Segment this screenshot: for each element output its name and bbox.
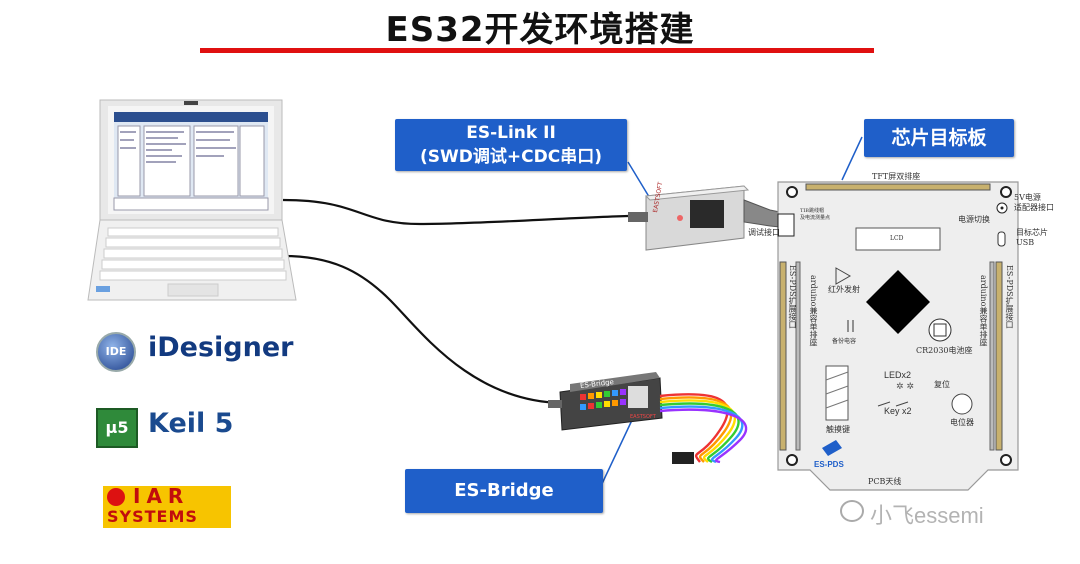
board-battery-label: CR2030电池座 bbox=[916, 346, 973, 355]
iar-line1: IAR bbox=[133, 484, 190, 508]
keil-badge-icon: μ5 bbox=[96, 408, 138, 448]
iar-logo: IAR SYSTEMS bbox=[103, 484, 231, 528]
eslink-device bbox=[628, 185, 791, 251]
board-led-label: LEDx2 bbox=[884, 370, 912, 380]
board-lcd-label: LCD bbox=[890, 235, 904, 242]
pointer-eslink bbox=[627, 161, 652, 201]
board-ext-right-label: ES-PDS扩展接口 bbox=[1005, 265, 1014, 329]
led-icon: ✲ ✲ bbox=[896, 382, 914, 392]
keil-text: Keil 5 bbox=[148, 408, 234, 439]
callout-eslink: ES-Link II (SWD调试+CDC串口) bbox=[395, 119, 627, 171]
board-ir-tx-label: 红外发射 bbox=[828, 285, 860, 294]
page-title: ES32开发环境搭建 bbox=[385, 10, 695, 50]
board-cap-label: 备份电容 bbox=[832, 338, 857, 345]
board-power-5v-label: 5V电源 适配器接口 bbox=[1014, 193, 1054, 212]
cable-eslink bbox=[282, 198, 629, 226]
board-ext-left-label: ES-PDS扩展接口 bbox=[788, 265, 797, 329]
cable-bridge bbox=[282, 254, 561, 405]
board-current-point-label: TIB跳线帽 及电流测量点 bbox=[800, 208, 831, 221]
board-debug-port-label: 调试接口 bbox=[748, 228, 780, 237]
title-underline bbox=[200, 48, 874, 53]
target-board bbox=[777, 181, 1019, 491]
idesigner-logo: IDE iDesigner bbox=[96, 330, 296, 374]
idesigner-text: iDesigner bbox=[148, 332, 294, 363]
iar-line2: SYSTEMS bbox=[107, 507, 198, 526]
board-reset-label: 复位 bbox=[934, 380, 950, 389]
esbridge-device bbox=[548, 372, 748, 464]
laptop bbox=[87, 99, 297, 301]
wechat-icon bbox=[840, 500, 864, 522]
pointer-bridge bbox=[599, 417, 634, 489]
board-arduino-right-label: arduino兼容单排座 bbox=[979, 275, 988, 347]
board-power-switch-label: 电源切换 bbox=[958, 215, 990, 224]
callout-eslink-line2: (SWD调试+CDC串口) bbox=[420, 147, 602, 167]
board-touch-label: 触摸键 bbox=[826, 425, 850, 434]
board-pcb-antenna-label: PCB天线 bbox=[868, 477, 902, 486]
board-arduino-left-label: arduino兼容单排座 bbox=[809, 275, 818, 347]
callout-esbridge: ES-Bridge bbox=[405, 469, 603, 513]
board-logo-label: ES-PDS bbox=[814, 460, 844, 469]
board-tft-label: TFT屏双排座 bbox=[872, 172, 921, 181]
iar-circle-icon bbox=[107, 488, 125, 506]
callout-eslink-line1: ES-Link II bbox=[466, 123, 556, 143]
board-key-label: Key x2 bbox=[884, 406, 912, 416]
pointer-board bbox=[841, 136, 863, 181]
callout-target-board: 芯片目标板 bbox=[864, 119, 1014, 157]
board-target-usb-label: 目标芯片 USB bbox=[1016, 228, 1048, 247]
bridge-sub-label: EASTSOFT bbox=[630, 414, 656, 420]
idesigner-badge-icon: IDE bbox=[96, 332, 136, 372]
board-pot-label: 电位器 bbox=[950, 418, 974, 427]
watermark-text: 小飞essemi bbox=[870, 503, 984, 528]
keil-logo: μ5 Keil 5 bbox=[96, 406, 256, 450]
